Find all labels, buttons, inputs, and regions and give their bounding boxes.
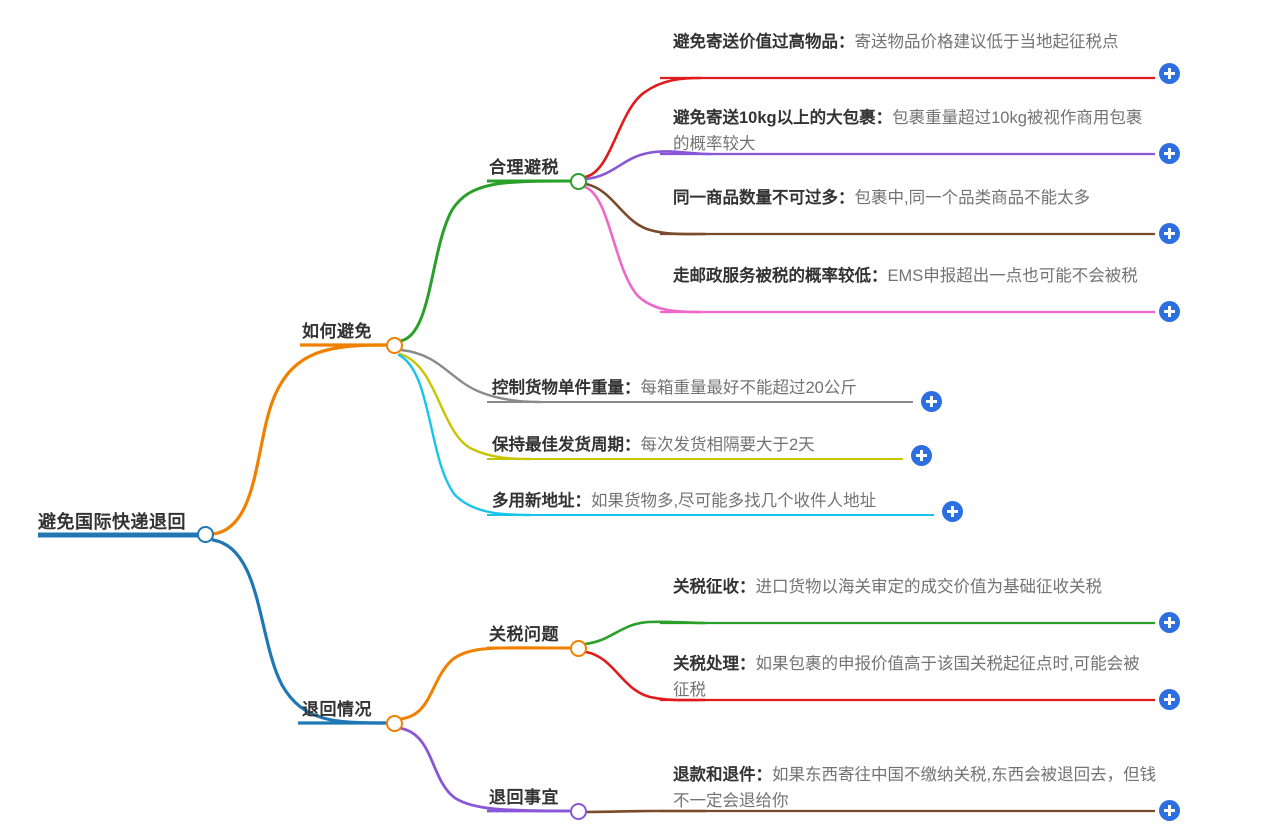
leaf-control-weight-lead: 控制货物单件重量 (492, 379, 624, 397)
leaf-new-address-sep: ： (574, 492, 592, 510)
leaf-avoid-10kg-body: 包裹重量超过10kg被视作商用包裹的概率较大 (673, 109, 1143, 153)
leaf-same-item-quantity[interactable]: 同一商品数量不可过多：包裹中,同一个品类商品不能太多 (673, 185, 1155, 211)
leaf-tariff-handling-lead: 关税处理 (673, 655, 739, 673)
leaf-refund-and-return-body: 如果东西寄往中国不缴纳关税,东西会被退回去，但钱不一定会退给你 (673, 766, 1157, 810)
node-tariff-issues-handle[interactable] (570, 640, 587, 657)
node-reasonable-tax-avoidance-handle[interactable] (570, 173, 587, 190)
leaf-refund-and-return-sep: ： (755, 766, 773, 784)
node-tariff-issues[interactable]: 关税问题 (489, 625, 559, 645)
leaf-avoid-high-value-sep: ： (838, 33, 855, 51)
edge-root-how (211, 343, 387, 536)
leaf-tariff-levy-sep: ： (739, 578, 756, 596)
root-circle-handle[interactable] (197, 526, 214, 543)
branch-return-situation-label: 退回情况 (302, 700, 372, 719)
branch-return-situation[interactable]: 退回情况 (302, 700, 372, 720)
root-node[interactable]: 避免国际快递退回 (38, 512, 186, 533)
expand-button-shipping-cycle[interactable] (911, 445, 932, 466)
leaf-shipping-cycle-body: 每次发货相隔要大于2天 (640, 436, 815, 454)
node-tariff-issues-label: 关税问题 (489, 625, 559, 644)
leaf-avoid-high-value-body: 寄送物品价格建议低于当地起征税点 (854, 33, 1119, 51)
leaf-shipping-cycle-sep: ： (624, 436, 641, 454)
leaf-avoid-high-value-lead: 避免寄送价值过高物品 (673, 33, 838, 51)
leaf-refund-and-return[interactable]: 退款和退件：如果东西寄往中国不缴纳关税,东西会被退回去，但钱不一定会退给你 (673, 762, 1163, 814)
node-reasonable-tax-avoidance-label: 合理避税 (489, 158, 559, 177)
leaf-new-address[interactable]: 多用新地址：如果货物多,尽可能多找几个收件人地址 (492, 488, 876, 514)
leaf-avoid-10kg[interactable]: 避免寄送10kg以上的大包裹：包裹重量超过10kg被视作商用包裹的概率较大 (673, 105, 1155, 157)
leaf-control-weight-body: 每箱重量最好不能超过20公斤 (640, 379, 857, 397)
expand-button-control-weight[interactable] (921, 391, 942, 412)
expand-button-refund-and-return[interactable] (1159, 800, 1180, 821)
leaf-same-item-quantity-body: 包裹中,同一个品类商品不能太多 (854, 189, 1091, 207)
edge-how-tax (398, 179, 570, 343)
leaf-new-address-lead: 多用新地址 (492, 492, 575, 510)
branch-how-to-avoid-handle[interactable] (386, 337, 403, 354)
leaf-avoid-high-value[interactable]: 避免寄送价值过高物品：寄送物品价格建议低于当地起征税点 (673, 29, 1155, 55)
leaf-shipping-cycle-lead: 保持最佳发货周期 (492, 436, 624, 454)
leaf-refund-and-return-lead: 退款和退件 (673, 766, 756, 784)
edge-root-return (211, 538, 387, 725)
leaf-tariff-levy-body: 进口货物以海关审定的成交价值为基础征收关税 (755, 578, 1103, 596)
leaf-avoid-10kg-lead: 避免寄送10kg以上的大包裹 (673, 109, 876, 127)
expand-button-new-address[interactable] (942, 501, 963, 522)
leaf-postal-service-body: EMS申报超出一点也可能不会被税 (887, 267, 1138, 285)
leaf-postal-service[interactable]: 走邮政服务被税的概率较低：EMS申报超出一点也可能不会被税 (673, 263, 1155, 289)
expand-button-tariff-handling[interactable] (1159, 689, 1180, 710)
leaf-same-item-quantity-lead: 同一商品数量不可过多 (673, 189, 838, 207)
leaf-postal-service-lead: 走邮政服务被税的概率较低 (673, 267, 871, 285)
leaf-tariff-handling[interactable]: 关税处理：如果包裹的申报价值高于该国关税起征点时,可能会被征税 (673, 651, 1155, 703)
leaf-same-item-quantity-sep: ： (838, 189, 855, 207)
leaf-control-weight-sep: ： (624, 379, 641, 397)
expand-button-tariff-levy[interactable] (1159, 612, 1180, 633)
leaf-tariff-handling-body: 如果包裹的申报价值高于该国关税起征点时,可能会被征税 (673, 655, 1140, 699)
expand-button-avoid-high-value[interactable] (1159, 63, 1180, 84)
node-return-matters[interactable]: 退回事宜 (489, 788, 559, 808)
leaf-tariff-handling-sep: ： (739, 655, 756, 673)
edge-return-tariff (398, 646, 570, 721)
node-return-matters-label: 退回事宜 (489, 788, 559, 807)
leaf-new-address-body: 如果货物多,尽可能多找几个收件人地址 (591, 492, 877, 510)
root-label: 避免国际快递退回 (38, 512, 186, 532)
node-reasonable-tax-avoidance[interactable]: 合理避税 (489, 158, 559, 178)
branch-how-to-avoid-label: 如何避免 (302, 322, 372, 341)
leaf-postal-service-sep: ： (871, 267, 888, 285)
expand-button-avoid-10kg[interactable] (1159, 143, 1180, 164)
leaf-shipping-cycle[interactable]: 保持最佳发货周期：每次发货相隔要大于2天 (492, 432, 815, 458)
branch-return-situation-handle[interactable] (386, 715, 403, 732)
node-return-matters-handle[interactable] (570, 803, 587, 820)
edge-tariff-levy (583, 620, 707, 646)
expand-button-postal-service[interactable] (1159, 301, 1180, 322)
leaf-control-weight[interactable]: 控制货物单件重量：每箱重量最好不能超过20公斤 (492, 375, 857, 401)
expand-button-same-item-quantity[interactable] (1159, 223, 1180, 244)
leaf-avoid-10kg-sep: ： (875, 109, 893, 127)
leaf-tariff-levy-lead: 关税征收 (673, 578, 739, 596)
branch-how-to-avoid[interactable]: 如何避免 (302, 322, 372, 342)
leaf-tariff-levy[interactable]: 关税征收：进口货物以海关审定的成交价值为基础征收关税 (673, 574, 1155, 600)
